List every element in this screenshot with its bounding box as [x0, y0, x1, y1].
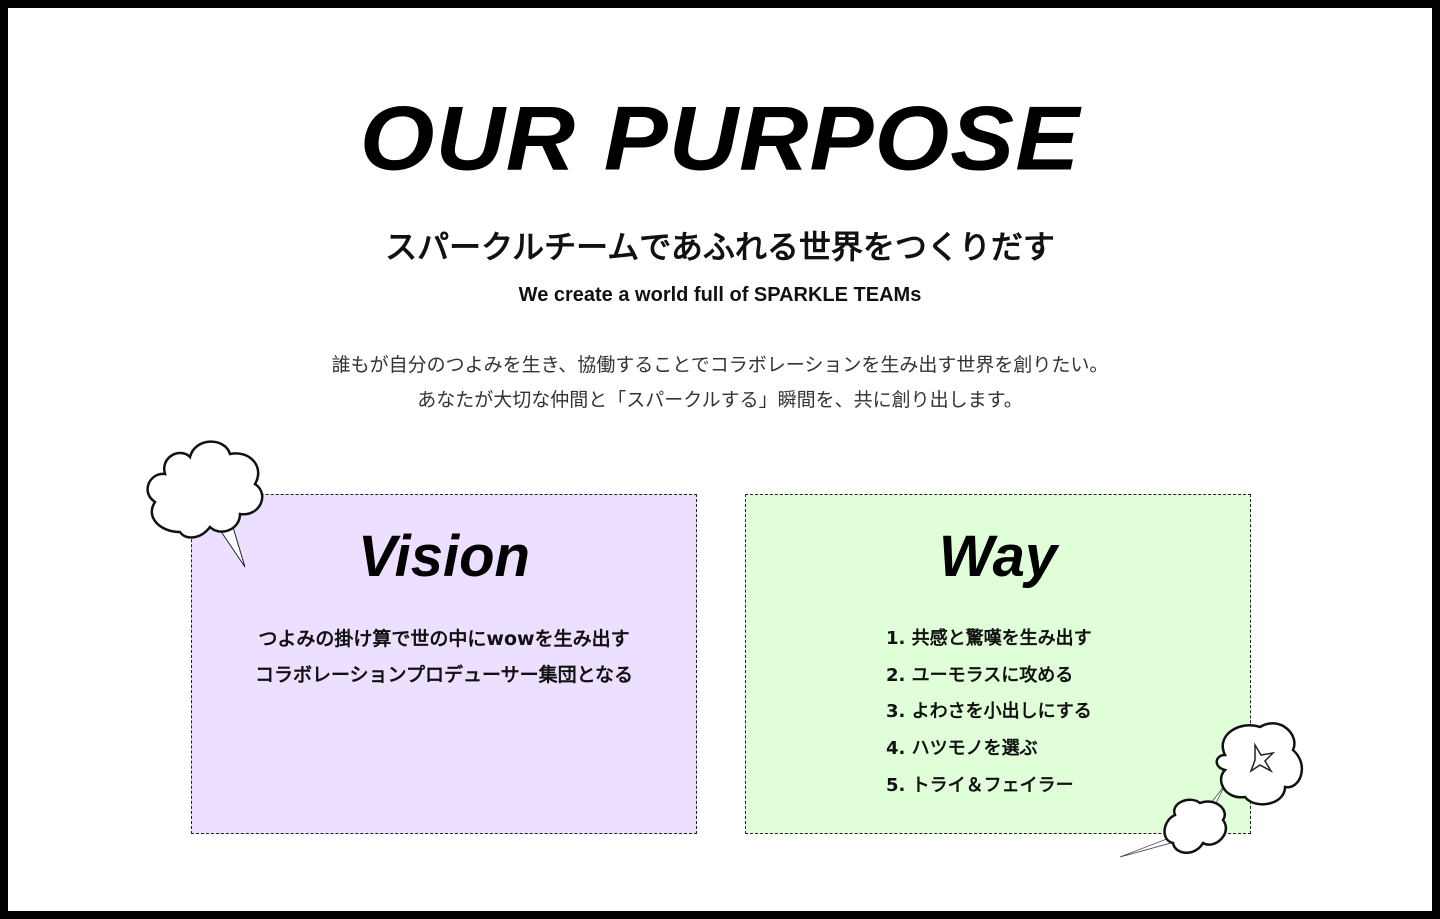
cloud-puff-icon: [146, 440, 264, 568]
subtitle-en: We create a world full of SPARKLE TEAMs: [518, 284, 922, 306]
list-item: 5. トライ＆フェイラー: [886, 774, 1074, 796]
subtitle-jp: スパークルチームであふれる世界をつくりだす: [385, 228, 1055, 266]
vision-line: コラボレーションプロデューサー集団となる: [254, 664, 634, 686]
list-item: 1. 共感と驚嘆を生み出す: [886, 628, 1092, 649]
description: 誰もが自分のつよみを生き、協働することでコラボレーションを生み出す世界を創りたい…: [0, 348, 1440, 418]
list-item: 4. ハツモノを選ぶ: [886, 738, 1038, 760]
description-line: あなたが大切な仲間と「スパークルする」瞬間を、共に創り出します。: [417, 389, 1023, 411]
vision-heading: Vision: [358, 524, 530, 589]
way-card: Way 1. 共感と驚嘆を生み出す 2. ユーモラスに攻める 3. よわさを小出…: [745, 494, 1251, 834]
list-item: 3. よわさを小出しにする: [886, 701, 1092, 723]
way-heading: Way: [938, 524, 1058, 589]
vision-line: つよみの掛け算で世の中にwowを生み出す: [258, 628, 630, 650]
description-line: 誰もが自分のつよみを生き、協働することでコラボレーションを生み出す世界を創りたい…: [331, 354, 1109, 376]
vision-card: Vision つよみの掛け算で世の中にwowを生み出す コラボレーションプロデュ…: [191, 494, 697, 834]
cloud-puff-icon: [1119, 722, 1304, 858]
way-list: 1. 共感と驚嘆を生み出す 2. ユーモラスに攻める 3. よわさを小出しにする…: [886, 621, 1092, 805]
list-item: 2. ユーモラスに攻める: [886, 664, 1074, 686]
vision-text: つよみの掛け算で世の中にwowを生み出す コラボレーションプロデューサー集団とな…: [192, 621, 696, 693]
page-title: OUR PURPOSE: [359, 87, 1081, 190]
